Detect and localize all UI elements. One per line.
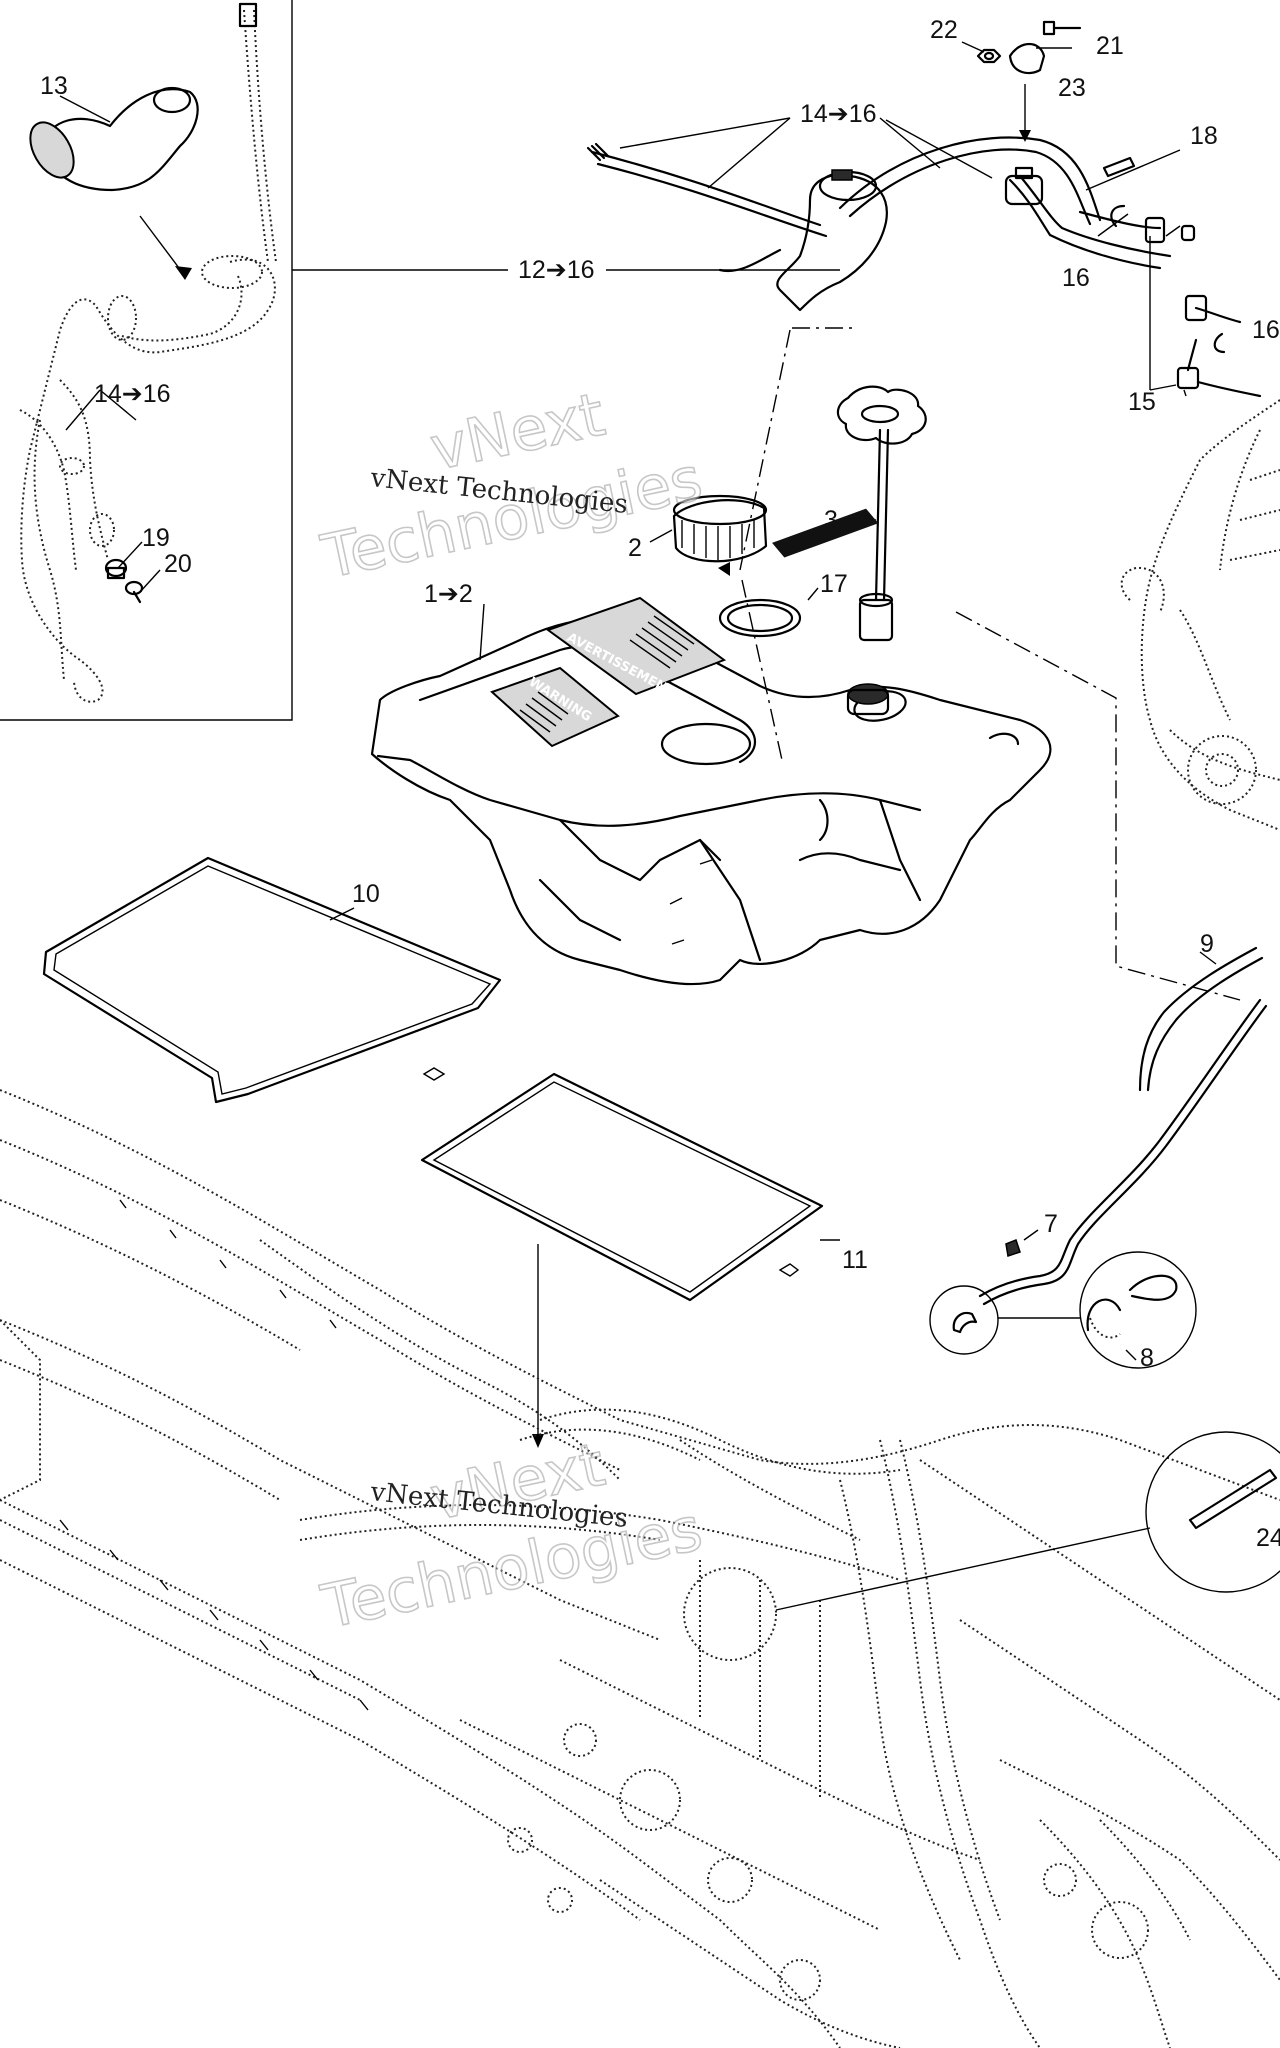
warning-label: WARNING xyxy=(490,666,620,748)
callout-11: 11 xyxy=(842,1246,868,1274)
callout-14-16-left: 14➔16 xyxy=(94,380,171,408)
bolt-21 xyxy=(1042,20,1082,36)
vent-hose-assembly xyxy=(586,20,1262,398)
rollover-valve xyxy=(1004,166,1044,206)
avertissement-label: AVERTISSEMENT xyxy=(545,508,879,700)
callout-2: 2 xyxy=(628,534,642,562)
callout-20: 20 xyxy=(164,550,192,578)
fitting-19 xyxy=(104,558,128,580)
callout-18: 18 xyxy=(1190,122,1218,150)
callout-1-2: 1➔2 xyxy=(424,580,473,608)
clamp-16-b xyxy=(1213,332,1226,354)
watermark-top: vNext Technologies vNext Technologies xyxy=(315,379,709,594)
pad-11 xyxy=(420,1072,824,1302)
callout-10: 10 xyxy=(352,880,380,908)
callout-8: 8 xyxy=(1140,1344,1154,1372)
callout-7: 7 xyxy=(1044,1210,1058,1238)
screw-20 xyxy=(124,580,144,604)
callout-24: 24 xyxy=(1256,1524,1280,1552)
detail-circle-24 xyxy=(683,1431,1280,1661)
connector-15 xyxy=(1144,216,1262,398)
connector-18 xyxy=(1102,156,1136,178)
clip-7 xyxy=(1005,1239,1021,1257)
callout-21: 21 xyxy=(1096,32,1124,60)
nut-22 xyxy=(976,48,1002,64)
callout-12-16: 12➔16 xyxy=(518,256,595,284)
callout-9: 9 xyxy=(1200,930,1214,958)
elbow-hose-13 xyxy=(29,86,199,192)
charcoal-canister xyxy=(718,169,888,312)
arrow-head xyxy=(175,266,192,280)
tube-clip xyxy=(238,2,258,28)
fuel-tank-1: AVERTISSEMENT WARNING xyxy=(370,508,1052,986)
gasket-17 xyxy=(718,598,802,638)
callout-13: 13 xyxy=(40,72,68,100)
pad-10 xyxy=(42,856,502,1104)
snowmobile-chassis xyxy=(0,1089,1280,2048)
fuel-pump-hose-assembly xyxy=(19,255,276,703)
callout-22: 22 xyxy=(930,16,958,44)
fuel-pump-inset xyxy=(0,0,840,721)
bracket-23 xyxy=(1008,42,1046,75)
callout-labels: 13 14➔16 12➔16 14➔16 19 20 22 21 23 18 1… xyxy=(40,16,1280,1552)
filler-neck-ring-2 xyxy=(672,494,768,563)
callout-16-b: 16 xyxy=(1252,316,1280,344)
fuel-line-9 xyxy=(978,946,1268,1306)
callout-14-16-top: 14➔16 xyxy=(800,100,877,128)
callout-23: 23 xyxy=(1058,74,1086,102)
detail-circle-fuel-line xyxy=(929,1285,999,1355)
watermark-bottom: vNext Technologies vNext Technologies xyxy=(315,1429,709,1644)
callout-17: 17 xyxy=(820,570,848,598)
fuel-cap-3 xyxy=(836,385,927,642)
callout-3: 3 xyxy=(824,506,838,534)
callout-19: 19 xyxy=(142,524,170,552)
detail-circle-clip-8 xyxy=(1079,1251,1197,1369)
engine xyxy=(1120,399,1280,831)
callout-16-a: 16 xyxy=(1062,264,1090,292)
callout-15: 15 xyxy=(1128,388,1156,416)
